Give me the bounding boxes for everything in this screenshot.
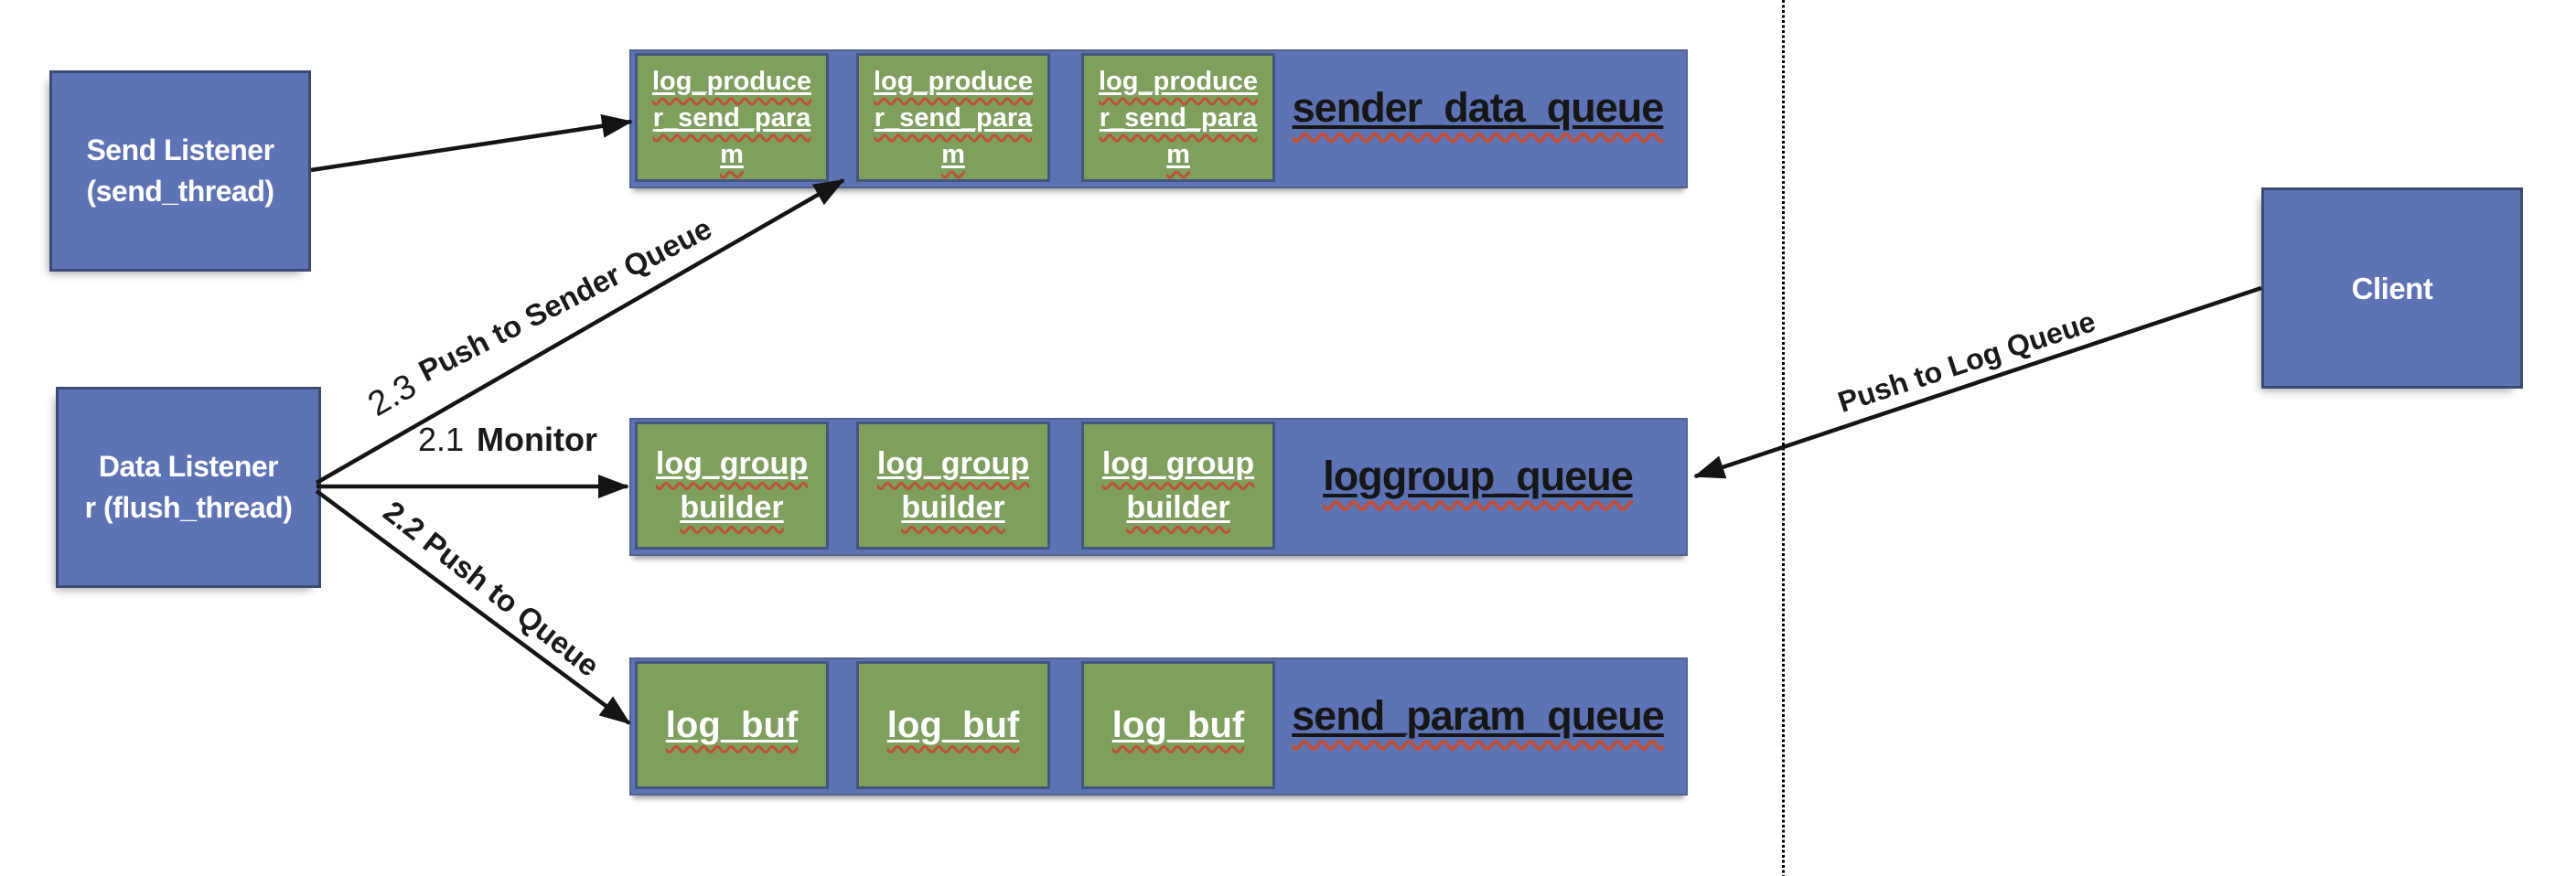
cell-text-line: m (1166, 139, 1190, 169)
arrow-send-listener-to-sender-queue (310, 113, 633, 173)
data-listener-node: Data Listener r (flush_thread) (56, 387, 321, 588)
cell-text-line: r_send_para (1099, 102, 1258, 133)
cell-text-line: r_send_para (652, 102, 811, 133)
cell-text-line: m (720, 139, 744, 169)
cell-text-line: builder (1126, 490, 1230, 525)
cell-text-line: r_send_para (874, 102, 1033, 133)
cell-text-line: log_buf (1111, 705, 1245, 745)
send-listener-node: Send Listener (send_thread) (49, 70, 311, 272)
queue-label-text: send_param_queue (1292, 691, 1665, 739)
cell-text-line: log_group (876, 446, 1030, 481)
queue-cell: log_group builder (856, 422, 1050, 550)
queue-label-text: loggroup_queue (1323, 452, 1633, 499)
send-listener-label-line2: (send_thread) (86, 175, 274, 208)
dotted-divider (1782, 0, 1785, 876)
loggroup-queue: log_group builder log_group builder log_… (629, 418, 1688, 556)
queue-label: loggroup_queue (1277, 420, 1679, 554)
label-2-2-push-to-queue: 2.2 Push to Queue (377, 494, 606, 683)
cell-text-line: log_group (1101, 446, 1255, 481)
cell-text-line: builder (901, 490, 1005, 525)
queue-cell: log_produce r_send_para m (856, 53, 1050, 182)
queue-label: sender_data_queue (1277, 51, 1679, 187)
queue-cell: log_produce r_send_para m (1081, 53, 1275, 182)
client-node: Client (2261, 187, 2523, 389)
cell-text-line: log_group (655, 446, 809, 481)
data-listener-label-line2: r (flush_thread) (84, 491, 293, 524)
queue-label-text: sender_data_queue (1292, 84, 1665, 131)
cell-text-line: log_produce (1098, 66, 1258, 96)
label-push-to-sender-queue: Push to Sender Queue (413, 210, 717, 389)
cell-text-line: m (941, 139, 965, 169)
cell-text-line: log_buf (886, 705, 1020, 745)
queue-cell: log_buf (635, 661, 829, 789)
arrow-client-push-to-log-queue (1693, 285, 2262, 479)
queue-cell: log_group builder (1081, 422, 1275, 550)
queue-cell: log_buf (856, 661, 1050, 789)
queue-cell: log_buf (1081, 661, 1275, 789)
label-monitor: Monitor (477, 421, 598, 458)
client-label: Client (2351, 271, 2433, 305)
send-param-queue: log_buf log_buf log_buf send_param_queue (629, 657, 1688, 796)
label-step-2-3-number: 2.3 (361, 367, 424, 424)
data-listener-label-line1: Data Listener (98, 450, 279, 483)
queue-label: send_param_queue (1277, 659, 1679, 794)
label-push-to-log-queue: Push to Log Queue (1833, 304, 2099, 419)
cell-text-line: log_produce (651, 66, 811, 96)
label-2-1-number: 2.1 (418, 421, 465, 458)
cell-text-line: builder (680, 490, 784, 525)
sender-data-queue: log_produce r_send_para m log_produce r_… (629, 49, 1688, 188)
cell-text-line: log_produce (873, 66, 1033, 96)
queue-cell: log_group builder (635, 422, 829, 550)
label-step-2-1-monitor: 2.1 Monitor (418, 421, 597, 459)
send-listener-label-line1: Send Listener (86, 134, 274, 166)
arrow-2-2-push-to-queue (315, 489, 631, 725)
cell-text-line: log_buf (665, 705, 799, 745)
queue-cell: log_produce r_send_para m (635, 53, 829, 182)
